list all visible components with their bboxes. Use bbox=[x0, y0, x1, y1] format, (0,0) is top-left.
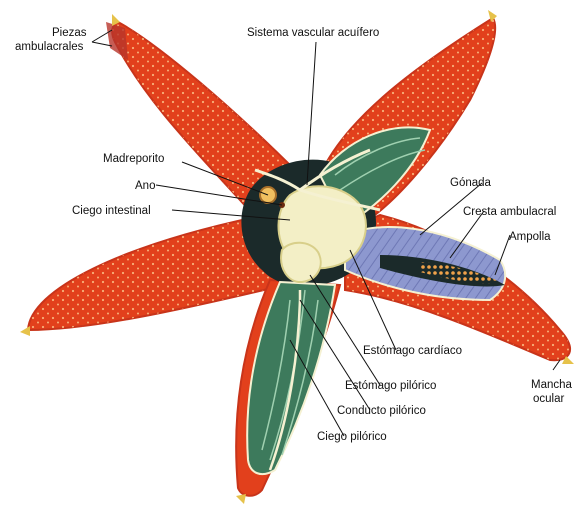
label-sistema-vascular: Sistema vascular acuífero bbox=[247, 27, 379, 39]
label-estomago-pilorico: Estómago pilórico bbox=[345, 380, 436, 392]
label-mancha-ocular-2: ocular bbox=[533, 393, 564, 405]
label-mancha-ocular-1: Mancha bbox=[531, 379, 573, 391]
label-gonada: Gónada bbox=[450, 177, 492, 189]
label-piezas-ambulacrales-1: Piezas bbox=[52, 27, 87, 39]
label-ciego-pilorico: Ciego pilórico bbox=[317, 431, 387, 443]
pyloric-stomach bbox=[281, 243, 321, 282]
label-cresta-ambulacral: Cresta ambulacral bbox=[463, 206, 556, 218]
label-piezas-ambulacrales-2: ambulacrales bbox=[15, 41, 84, 53]
label-ampolla: Ampolla bbox=[509, 231, 551, 243]
label-madreporito: Madreporito bbox=[103, 153, 164, 165]
label-ano: Ano bbox=[135, 180, 155, 192]
label-conducto-pilorico: Conducto pilórico bbox=[337, 405, 426, 417]
label-estomago-cardiaco: Estómago cardíaco bbox=[363, 345, 462, 357]
label-ciego-intestinal: Ciego intestinal bbox=[72, 205, 151, 217]
